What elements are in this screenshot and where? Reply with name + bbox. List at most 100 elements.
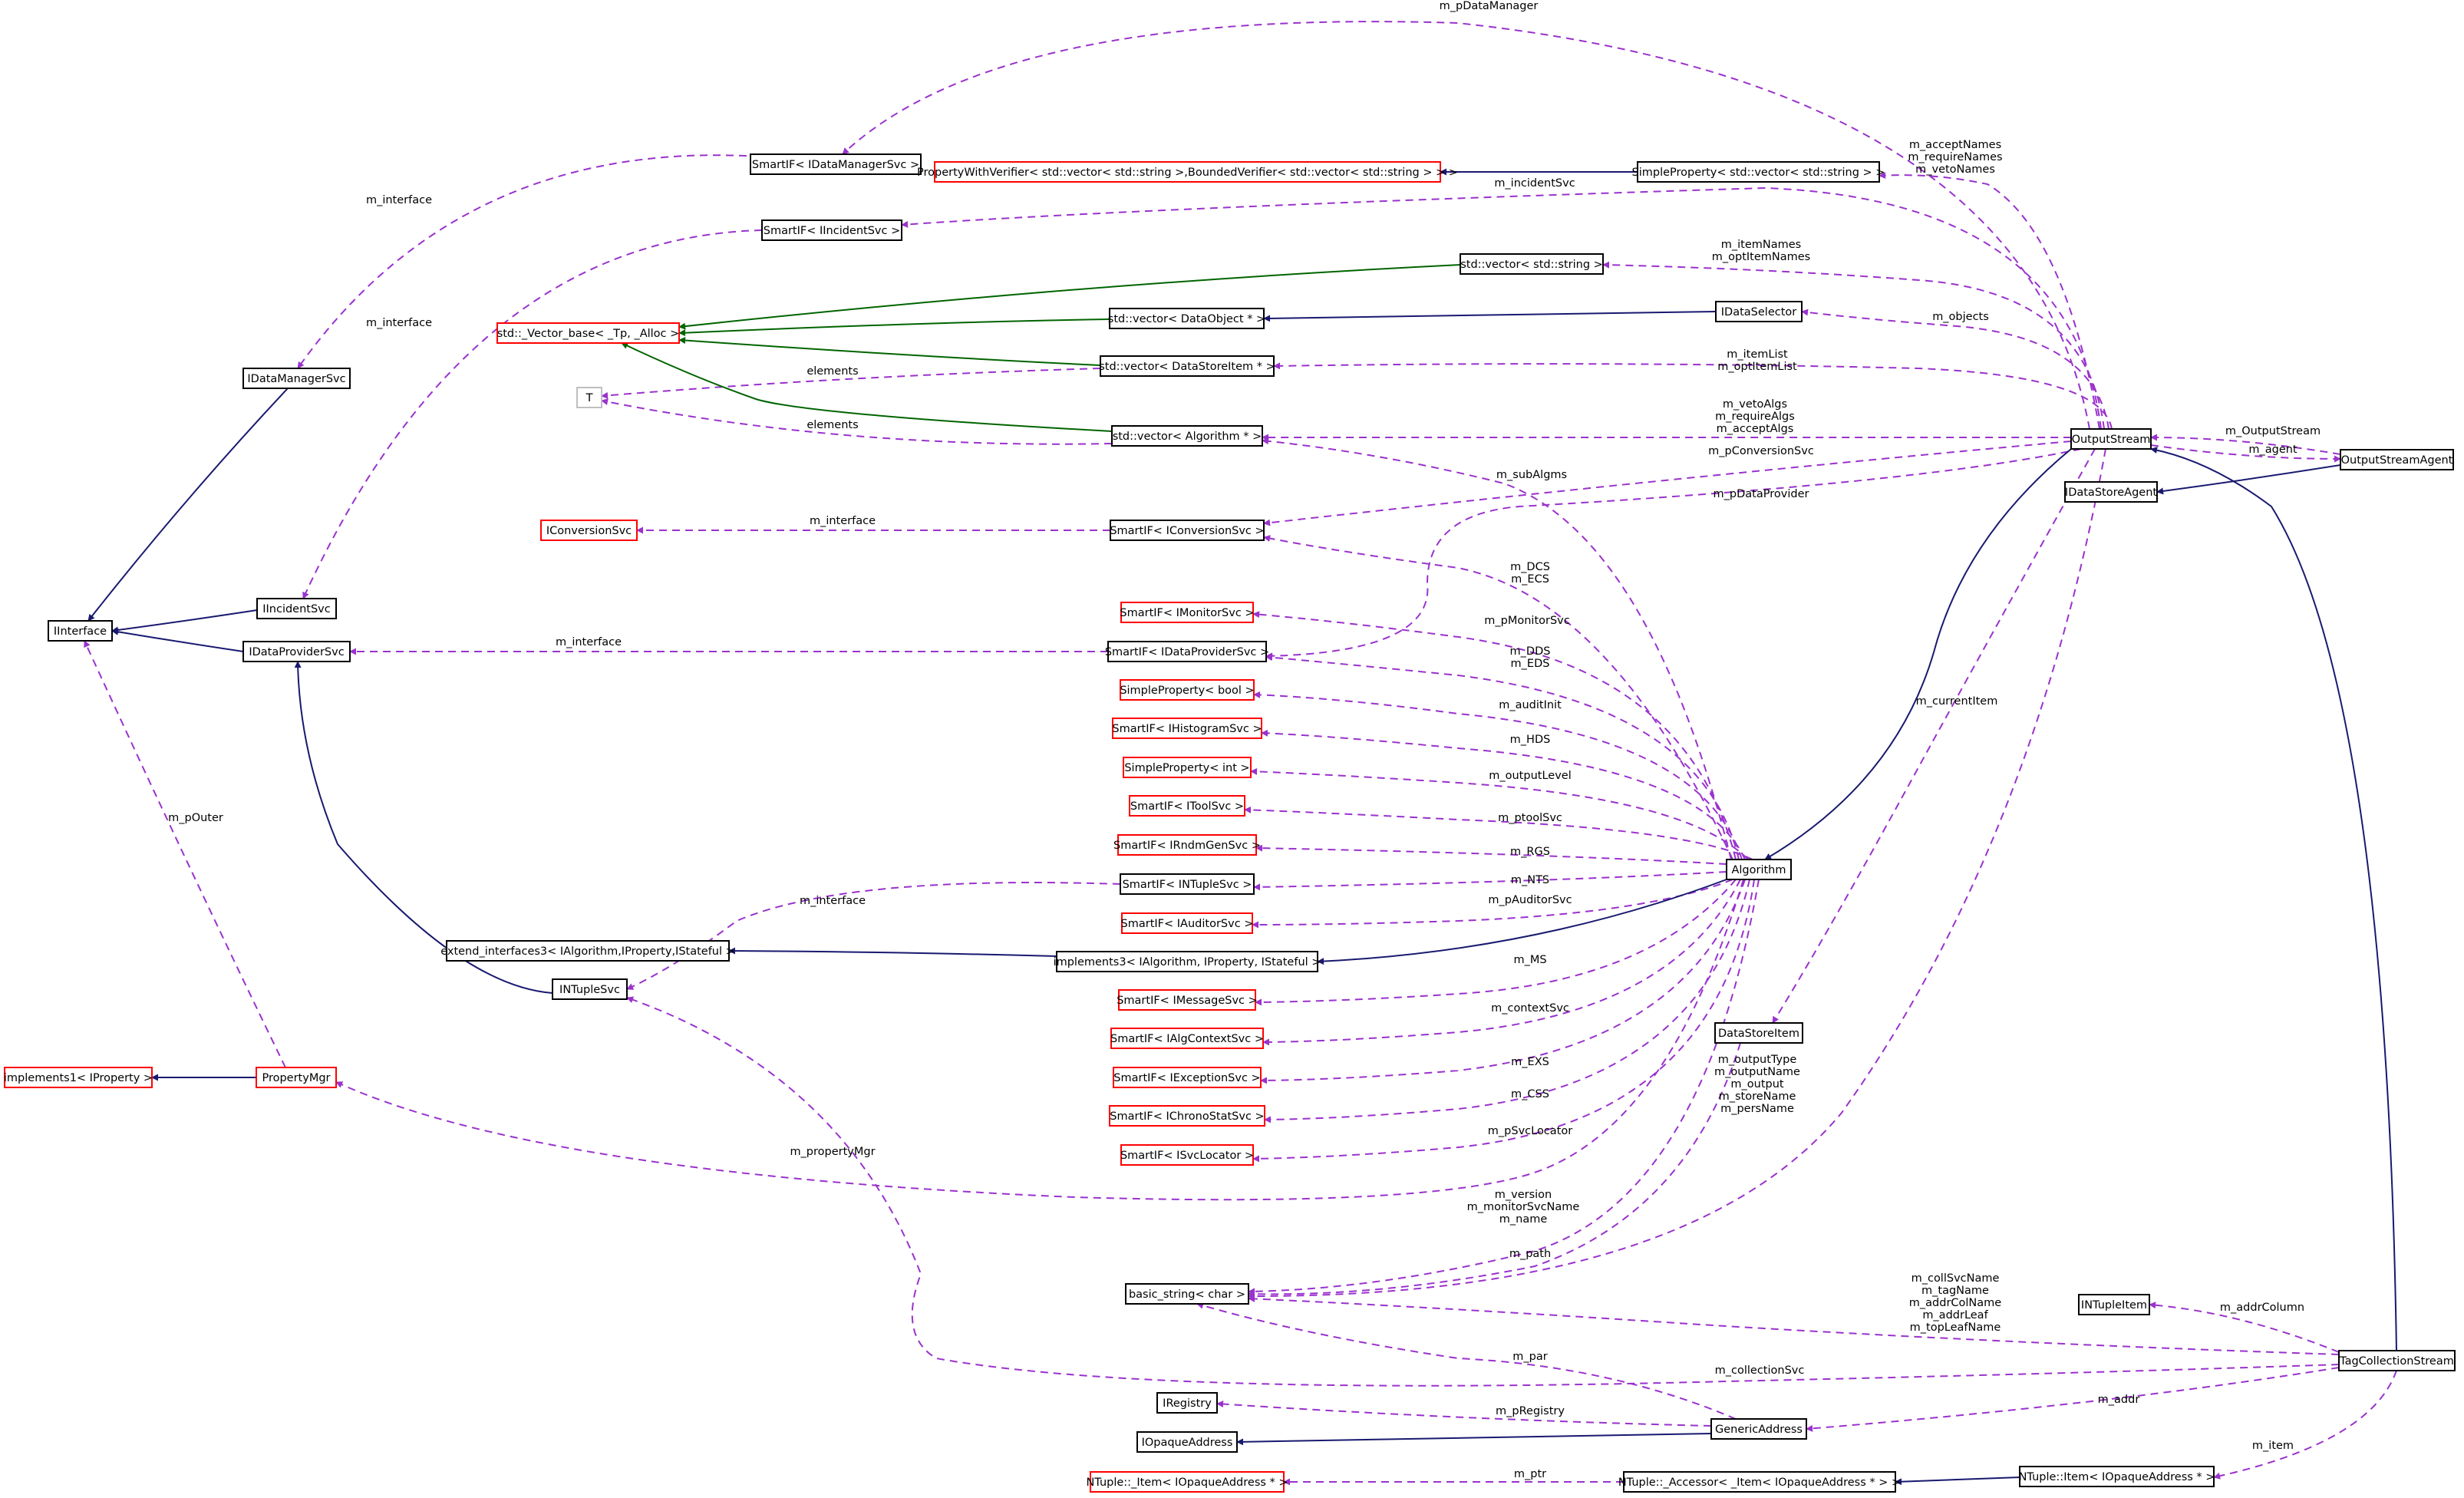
edge-label: m_interface xyxy=(810,515,876,527)
class-node-smartif-ihistogramsvc[interactable]: SmartIF< IHistogramSvc > xyxy=(1112,718,1262,739)
class-node-simpleproperty-int[interactable]: SimpleProperty< int > xyxy=(1123,757,1252,778)
class-node-simpleproperty-bool[interactable]: SimpleProperty< bool > xyxy=(1120,679,1255,701)
class-node-vector-algorithm[interactable]: std::vector< Algorithm * > xyxy=(1111,425,1263,447)
class-node-intupleitem[interactable]: INTupleItem xyxy=(2078,1294,2150,1315)
class-node-smartif-irndmgensvc[interactable]: SmartIF< IRndmGenSvc > xyxy=(1113,834,1261,856)
edge-line xyxy=(1250,767,1749,860)
edge-label: m_par xyxy=(1512,1351,1547,1363)
class-node-box xyxy=(1112,718,1262,739)
edge-label: m_pMonitorSvc xyxy=(1484,615,1569,627)
edge-label: m_auditInit xyxy=(1499,699,1562,711)
class-node-implements3[interactable]: implements3< IAlgorithm, IProperty, ISta… xyxy=(1054,951,1321,972)
class-node-idatastoreagent[interactable]: IDataStoreAgent xyxy=(2064,481,2158,503)
class-node-iopaqueaddress[interactable]: IOpaqueAddress xyxy=(1136,1431,1238,1453)
edge-label: m_persName xyxy=(1720,1103,1794,1115)
edge-label: m_addrLeaf xyxy=(1922,1309,1988,1321)
class-node-intuplesvc[interactable]: INTupleSvc xyxy=(552,978,628,1000)
edge-line xyxy=(84,640,286,1068)
class-node-label: IRegistry xyxy=(1163,1397,1212,1410)
edge-line xyxy=(111,628,244,652)
class-node-idataprovidersvc[interactable]: IDataProviderSvc xyxy=(242,641,351,662)
edge-e36: m_outputLevel xyxy=(1250,767,1749,860)
class-node-ntuple-item-public[interactable]: NTuple::Item< IOpaqueAddress * > xyxy=(2019,1466,2215,1487)
class-node-genericaddress[interactable]: GenericAddress xyxy=(1710,1418,1807,1440)
edge-label: m_CSS xyxy=(1511,1088,1549,1100)
edge-label: m_ptoolSvc xyxy=(1498,812,1562,824)
class-node-smartif-imonitorsvc[interactable]: SmartIF< IMonitorSvc > xyxy=(1120,602,1255,623)
class-node-smartif-idataprovidersvc[interactable]: SmartIF< IDataProviderSvc > xyxy=(1105,641,1269,662)
class-node-smartif-imessagesvc[interactable]: SmartIF< IMessageSvc > xyxy=(1117,989,1258,1011)
edge-line xyxy=(1264,879,1750,1124)
class-node-smartif-iincidentsvc[interactable]: SmartIF< IIncidentSvc > xyxy=(761,219,902,241)
class-node-label: SmartIF< IToolSvc > xyxy=(1130,800,1244,813)
edge-label: m_pAuditorSvc xyxy=(1488,894,1572,906)
class-node-propertymgr[interactable]: PropertyMgr xyxy=(256,1067,337,1088)
class-node-box xyxy=(2070,428,2152,450)
class-node-ntuple-item-iopaqueaddress[interactable]: NTuple::_Item< IOpaqueAddress * > xyxy=(1086,1471,1288,1493)
class-node-smartif-iconversionsvc[interactable]: SmartIF< IConversionSvc > xyxy=(1110,520,1265,541)
class-node-label: SimpleProperty< int > xyxy=(1124,762,1249,774)
class-node-smartif-intuplesvc[interactable]: SmartIF< INTupleSvc > xyxy=(1120,873,1255,895)
class-node-t[interactable]: T xyxy=(576,387,602,408)
class-node-idataselector[interactable]: IDataSelector xyxy=(1715,301,1803,322)
class-node-vector-datastoreitem[interactable]: std::vector< DataStoreItem * > xyxy=(1099,355,1275,377)
edge-line xyxy=(1216,1401,1712,1427)
class-node-label: SmartIF< IIncidentSvc > xyxy=(764,225,901,237)
class-node-ntuple-accessor[interactable]: NTuple::_Accessor< _Item< IOpaqueAddress… xyxy=(1618,1471,1901,1493)
edge-label: m_MS xyxy=(1513,954,1546,966)
edge-label: m_HDS xyxy=(1510,734,1551,746)
class-node-basic-string-char[interactable]: basic_string< char > xyxy=(1125,1283,1249,1305)
edge-label: m_currentItem xyxy=(1916,695,1998,708)
edge-line xyxy=(1252,879,1755,1163)
edge-e18: elements xyxy=(601,365,1101,399)
class-node-smartif-iexceptionsvc[interactable]: SmartIF< IExceptionSvc > xyxy=(1113,1067,1262,1088)
edge-e1 xyxy=(87,388,289,622)
class-node-smartif-isvclocator[interactable]: SmartIF< ISvcLocator > xyxy=(1120,1144,1254,1166)
class-node-box xyxy=(1623,1471,1896,1493)
edge-e23: m_subAlgms xyxy=(1262,437,1732,860)
class-node-datastoreitem[interactable]: DataStoreItem xyxy=(1714,1022,1803,1044)
edge-label: m_vetoNames xyxy=(1915,163,1995,176)
class-node-iincidentsvc[interactable]: IIncidentSvc xyxy=(256,598,337,619)
edge-e62 xyxy=(1236,1433,1712,1446)
class-node-box xyxy=(1107,641,1267,662)
edge-line xyxy=(1772,448,2096,1024)
class-node-label: SmartIF< IConversionSvc > xyxy=(1110,525,1264,537)
class-node-label: IOpaqueAddress xyxy=(1142,1437,1233,1449)
class-node-label: basic_string< char > xyxy=(1129,1288,1245,1301)
edge-label: m_OutputStream xyxy=(2225,425,2321,437)
edge-line xyxy=(901,186,2102,430)
class-node-tagcollectionstream[interactable]: TagCollectionStream xyxy=(2338,1350,2456,1371)
edge-e55: m_outputTypem_outputNamem_outputm_storeN… xyxy=(1248,448,2106,1300)
class-node-label: SmartIF< IRndmGenSvc > xyxy=(1113,840,1261,852)
class-node-propertywithverifier[interactable]: PropertyWithVerifier< std::vector< std::… xyxy=(917,161,1458,183)
edge-label: m_ECS xyxy=(1511,573,1549,586)
class-node-box xyxy=(48,620,113,642)
class-node-algorithm[interactable]: Algorithm xyxy=(1726,859,1792,880)
edge-label: m_version xyxy=(1495,1189,1552,1201)
class-node-vector-string[interactable]: std::vector< std::string > xyxy=(1460,253,1604,275)
class-node-smartif-ialgcontextsvc[interactable]: SmartIF< IAlgContextSvc > xyxy=(1110,1028,1264,1049)
class-node-smartif-idatamanagersvc[interactable]: SmartIF< IDataManagerSvc > xyxy=(750,153,922,175)
class-node-smartif-iauditorsvc[interactable]: SmartIF< IAuditorSvc > xyxy=(1121,912,1254,934)
class-node-vector-base[interactable]: std::_Vector_base< _Tp, _Alloc > xyxy=(496,322,680,344)
class-node-idatamanagersvc[interactable]: IDataManagerSvc xyxy=(242,368,351,389)
edge-line xyxy=(601,368,1101,399)
class-node-iinterface[interactable]: IInterface xyxy=(48,620,113,642)
edge-label: m_subAlgms xyxy=(1496,469,1567,481)
class-node-outputstreamagent[interactable]: OutputStreamAgent xyxy=(2340,449,2454,470)
class-node-outputstream[interactable]: OutputStream xyxy=(2070,428,2152,450)
class-node-iregistry[interactable]: IRegistry xyxy=(1156,1392,1218,1414)
class-node-iconversionsvc[interactable]: IConversionSvc xyxy=(540,520,638,541)
class-node-box xyxy=(576,387,602,408)
edge-line xyxy=(621,342,1113,432)
class-node-simpleproperty-vector-string[interactable]: SimpleProperty< std::vector< std::string… xyxy=(1632,161,1885,183)
class-node-smartif-itoolsvc[interactable]: SmartIF< IToolSvc > xyxy=(1129,795,1245,817)
edge-line xyxy=(1879,172,2100,430)
class-node-smartif-ichronostatsvc[interactable]: SmartIF< IChronoStatSvc > xyxy=(1109,1105,1265,1127)
class-node-implements1-iproperty[interactable]: implements1< IProperty > xyxy=(4,1067,153,1088)
edge-line xyxy=(1806,1367,2340,1432)
class-node-vector-dataobject[interactable]: std::vector< DataObject * > xyxy=(1108,308,1265,329)
class-node-extend-interfaces3[interactable]: extend_interfaces3< IAlgorithm,IProperty… xyxy=(440,940,735,962)
